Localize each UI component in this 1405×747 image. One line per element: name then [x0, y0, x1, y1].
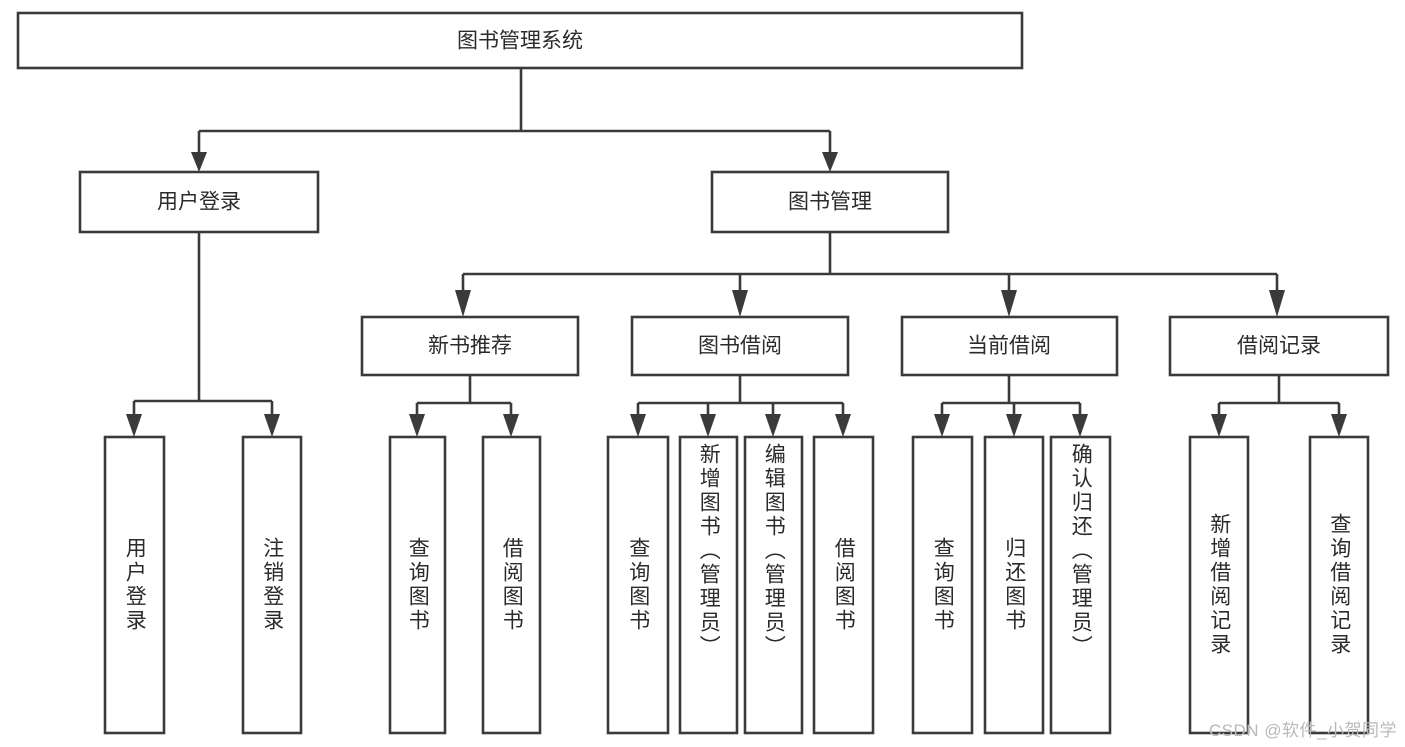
node-book-management[interactable]: 图书管理: [710, 170, 950, 234]
node-current-borrow[interactable]: 当前借阅: [900, 315, 1119, 377]
arrow-to-borrow-record-icon: [1269, 290, 1285, 317]
node-new-book-recommend-box[interactable]: [360, 315, 580, 377]
arrow-user-login-leaf-1-icon: [126, 414, 142, 437]
node-borrow-record[interactable]: 借阅记录: [1168, 315, 1390, 377]
leaf-box-query-book-borrow[interactable]: [606, 435, 670, 735]
arrow-to-current-borrow-icon: [1001, 290, 1017, 317]
arrow-current-borrow-leaf-3-icon: [1072, 414, 1088, 437]
leaf-box-user-login[interactable]: [103, 435, 166, 735]
node-root-label: 图书管理系统: [457, 30, 583, 53]
leaf-box-logout[interactable]: [241, 435, 303, 735]
csdn-watermark: CSDN @软件_小贺同学: [1208, 721, 1397, 740]
node-book-borrow-label: 图书借阅: [698, 335, 782, 358]
leaf-box-edit-book-admin[interactable]: [743, 435, 804, 735]
leaf-box-query-book-rec[interactable]: [388, 435, 447, 735]
leaf-box-borrow-book-rec[interactable]: [481, 435, 542, 735]
node-book-management-label: 图书管理: [788, 191, 872, 214]
node-user-login-box[interactable]: [78, 170, 320, 234]
arrow-user-login-leaf-2-icon: [264, 414, 280, 437]
node-book-borrow[interactable]: 图书借阅: [630, 315, 850, 377]
arrow-borrow-record-leaf-2-icon: [1331, 414, 1347, 437]
arrow-to-new-book-rec-icon: [455, 290, 471, 317]
leaf-box-borrow-book[interactable]: [812, 435, 875, 735]
arrow-root-to-user-login-icon: [191, 152, 207, 172]
arrow-book-borrow-leaf-2-icon: [700, 414, 716, 437]
arrow-borrow-record-leaf-1-icon: [1211, 414, 1227, 437]
arrow-new-book-rec-leaf-2-icon: [503, 414, 519, 437]
node-borrow-record-box[interactable]: [1168, 315, 1390, 377]
node-user-login-label: 用户登录: [157, 191, 241, 214]
connector-layer: [126, 68, 1347, 437]
node-current-borrow-box[interactable]: [900, 315, 1119, 377]
node-book-borrow-box[interactable]: [630, 315, 850, 377]
node-root-box[interactable]: [16, 11, 1024, 70]
node-current-borrow-label: 当前借阅: [967, 335, 1051, 358]
leaf-box-add-borrow-record[interactable]: [1188, 435, 1250, 735]
node-user-login[interactable]: 用户登录: [78, 170, 320, 234]
node-new-book-recommend-label: 新书推荐: [428, 335, 512, 358]
arrow-to-book-borrow-icon: [732, 290, 748, 317]
arrow-current-borrow-leaf-2-icon: [1006, 414, 1022, 437]
arrow-current-borrow-leaf-1-icon: [934, 414, 950, 437]
arrow-root-to-book-mgmt-icon: [822, 152, 838, 172]
arrow-book-borrow-leaf-4-icon: [835, 414, 851, 437]
node-borrow-record-label: 借阅记录: [1237, 335, 1321, 358]
node-new-book-recommend[interactable]: 新书推荐: [360, 315, 580, 377]
arrow-book-borrow-leaf-1-icon: [630, 414, 646, 437]
leaf-box-return-book[interactable]: [983, 435, 1045, 735]
node-book-management-box[interactable]: [710, 170, 950, 234]
node-root[interactable]: 图书管理系统: [16, 11, 1024, 70]
leaf-box-query-borrow-record[interactable]: [1308, 435, 1370, 735]
leaf-box-layer: [103, 435, 1370, 735]
leaf-box-query-book-current[interactable]: [911, 435, 974, 735]
leaf-box-confirm-return-admin[interactable]: [1049, 435, 1112, 735]
arrow-new-book-rec-leaf-1-icon: [409, 414, 425, 437]
arrow-book-borrow-leaf-3-icon: [765, 414, 781, 437]
leaf-box-add-book-admin[interactable]: [678, 435, 739, 735]
